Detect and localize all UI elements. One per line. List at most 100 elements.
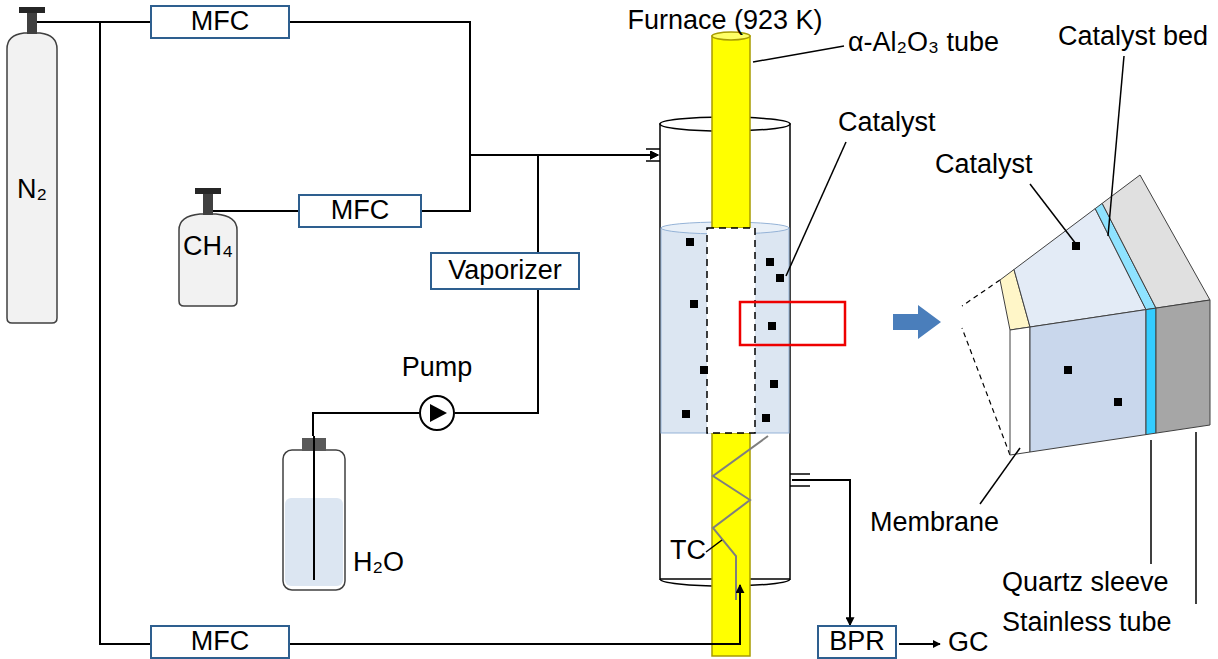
- pump-circle: [420, 396, 454, 430]
- leader-line: [1150, 440, 1152, 564]
- furnace-reactor: Furnace (923 K): [658, 118, 792, 585]
- zoom-arrow: [893, 305, 941, 339]
- node-label: N₂: [17, 175, 47, 205]
- pump-symbol: Pump: [419, 395, 455, 431]
- alumina-tube: [712, 433, 750, 656]
- part-label: Catalyst: [838, 108, 936, 138]
- quartz-sleeve-section: [1146, 308, 1156, 435]
- zoom-guide: [962, 328, 1010, 455]
- zoom-box: [740, 302, 845, 345]
- leader-line: [980, 448, 1020, 504]
- valve-outlet: [213, 210, 239, 212]
- process-box: BPR: [817, 625, 897, 659]
- stainless-tube-section: [1156, 300, 1210, 433]
- process-box: MFC: [298, 194, 422, 228]
- catalyst-particle: [766, 258, 774, 266]
- pipe-lines: [59, 22, 850, 644]
- catalyst-bed: [661, 228, 789, 433]
- outlet-pipe: [790, 473, 810, 475]
- cylinder-body: [179, 214, 237, 306]
- dip-tube: [313, 436, 315, 580]
- pipe-line: [455, 290, 538, 413]
- valve-outlet: [37, 21, 59, 23]
- pipe-line: [422, 155, 658, 211]
- box-label: MFC: [191, 7, 249, 37]
- gas-cylinder: N₂: [5, 5, 59, 323]
- zoom-guide: [962, 280, 1000, 306]
- process-box: Vaporizer: [430, 252, 580, 290]
- leader-line: [706, 540, 722, 552]
- inlet-pipe: [646, 148, 660, 150]
- catalyst-bed-section: [1030, 310, 1146, 452]
- process-box: MFC: [150, 5, 290, 39]
- catalyst-particle: [762, 414, 770, 422]
- outlet-pipe: [790, 485, 810, 487]
- pipe-line: [59, 22, 150, 644]
- part-label: α-Al₂O₃ tube: [848, 28, 999, 58]
- catalyst-particles: [682, 238, 784, 422]
- membrane-inset: [962, 175, 1210, 455]
- valve-handle: [19, 7, 45, 13]
- box-label: MFC: [331, 196, 389, 226]
- gas-cylinder-outline: [5, 5, 59, 323]
- part-label: TC: [670, 536, 706, 566]
- pipe-line: [239, 210, 298, 212]
- box-label: Vaporizer: [448, 256, 562, 286]
- part-label: Membrane: [870, 508, 999, 538]
- pipe-line: [313, 413, 419, 436]
- catalyst-particle: [700, 366, 708, 374]
- flow-arrow: [899, 643, 940, 645]
- part-label: GC: [948, 628, 989, 658]
- gas-cylinder: CH₄: [177, 186, 239, 306]
- catalyst-particle: [686, 238, 694, 246]
- catalyst-particle: [690, 300, 698, 308]
- water-bottle-outline: [281, 436, 347, 592]
- catalyst-particle: [768, 322, 776, 330]
- part-label: Catalyst bed: [1058, 22, 1208, 52]
- part-label: Stainless tube: [1002, 608, 1172, 638]
- inlet-pipe: [646, 160, 660, 162]
- leader-line: [1030, 184, 1076, 244]
- node-label: Pump: [402, 353, 473, 383]
- leader-line: [1108, 56, 1124, 236]
- pump-triangle: [430, 404, 447, 422]
- stainless-tube-section: [1102, 175, 1210, 308]
- leader-line: [786, 142, 846, 276]
- part-label: Quartz sleeve: [1002, 568, 1169, 598]
- box-label: MFC: [191, 627, 249, 657]
- node-label: Furnace (923 K): [627, 6, 822, 36]
- box-label: BPR: [829, 627, 885, 657]
- reactor-drawing: [646, 32, 941, 656]
- membrane-section: [1010, 327, 1030, 455]
- water-bottle: H₂O: [281, 436, 347, 592]
- thermocouple: [713, 436, 768, 600]
- pipe-line: [538, 155, 658, 252]
- pipe-line: [792, 480, 850, 625]
- leader-line: [753, 46, 844, 62]
- catalyst-particle: [682, 410, 690, 418]
- cylinder-valve: [27, 13, 37, 34]
- node-label: CH₄: [183, 232, 233, 262]
- process-box: MFC: [150, 625, 290, 659]
- alumina-tube: [712, 36, 750, 228]
- leader-lines: [706, 46, 1196, 604]
- pipe-line: [290, 585, 740, 644]
- membrane: [707, 228, 755, 433]
- cylinder-valve: [203, 194, 213, 215]
- cylinder-body: [7, 33, 57, 323]
- valve-handle: [195, 188, 221, 194]
- node-label: H₂O: [353, 548, 404, 578]
- pump-symbol-outline: [419, 395, 455, 431]
- catalyst-particle: [1064, 366, 1072, 374]
- catalyst-particle: [1114, 398, 1122, 406]
- catalyst-particle: [770, 380, 778, 388]
- pipe-line: [290, 22, 658, 155]
- leader-line: [1195, 432, 1197, 604]
- part-label: Catalyst: [935, 150, 1033, 180]
- catalyst-particle: [776, 274, 784, 282]
